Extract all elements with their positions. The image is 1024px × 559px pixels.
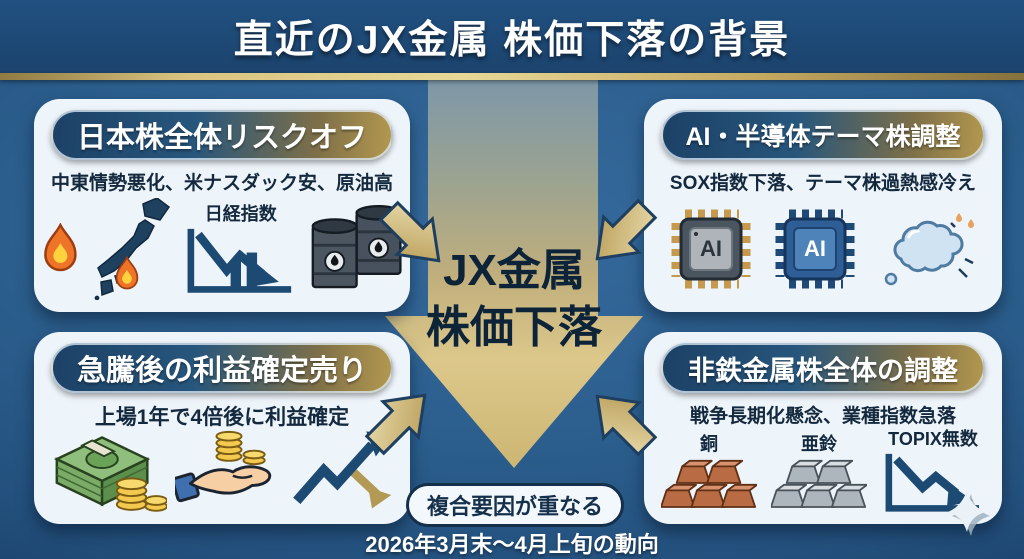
page-title: 直近のJX金属 株価下落の背景 (233, 18, 791, 62)
zinc-group: 亜鈴 (771, 430, 867, 509)
copper-ingots-icon (661, 459, 757, 508)
panel-nonferrous-adjustment-icons: 銅 亜鈴 (650, 420, 996, 518)
japan-map-icon (93, 196, 173, 300)
panel-nonferrous-adjustment: 非鉄金属株全体の調整 戦争長期化懸念、業種指数急落 銅 亜鈴 (644, 332, 1002, 524)
sparkle-icon (948, 490, 990, 536)
center-message: JX金属 株価下落 (385, 242, 643, 356)
ai-chip-gray-icon: AI (671, 209, 751, 289)
panel-ai-semiconductor-header: AI・半導体テーマ株調整 (661, 110, 985, 160)
panel-japan-riskoff-subtitle: 中東情勢悪化、米ナスダック安、原油高 (50, 173, 393, 194)
nikkei-falling-chart-icon (187, 228, 291, 293)
panel-nonferrous-adjustment-subtitle: 戦争長期化懸念、業種指数急落 (689, 406, 956, 427)
deflating-cloud-icon (884, 212, 974, 285)
ai-chip-blue-label: AI (804, 235, 826, 261)
conclusion-pill: 複合要因が重なる (406, 483, 624, 527)
fire-icon (44, 222, 77, 271)
connector-arrow-top-right (595, 198, 658, 261)
fire-on-map-icon (115, 255, 139, 289)
panel-profit-taking-icons (40, 420, 404, 518)
nikkei-chart-label: 日経指数 (204, 204, 277, 224)
zinc-ingots-icon (771, 459, 867, 508)
connector-arrow-top-left (378, 200, 441, 263)
hand-coins-icon (175, 430, 272, 503)
conclusion-pill-text: 複合要因が重なる (426, 494, 603, 519)
panel-japan-riskoff-icons: 日経指数 (40, 191, 404, 306)
topix-chart-label: TOPIX無数 (888, 428, 978, 449)
ai-chip-blue-icon: AI (775, 209, 855, 289)
copper-group: 銅 (661, 430, 757, 509)
center-message-line1: JX金属 (443, 246, 585, 295)
title-bar: 直近のJX金属 株価下落の背景 (0, 0, 1024, 73)
big-down-arrow (385, 80, 643, 468)
oil-barrels-icon (311, 204, 402, 288)
ai-chip-gray-label: AI (700, 235, 722, 261)
cash-stack-icon (53, 436, 167, 512)
panel-nonferrous-adjustment-header: 非鉄金属株全体の調整 (661, 343, 985, 393)
panel-profit-taking: 急騰後の利益確定売り 上場1年で4倍後に利益確定 (34, 332, 410, 524)
connector-arrow-bottom-left (364, 393, 427, 456)
panel-profit-taking-subtitle: 上場1年で4倍後に利益確定 (94, 406, 350, 429)
gold-divider (0, 73, 1024, 80)
panel-japan-riskoff: 日本株全体リスクオフ 中東情勢悪化、米ナスダック安、原油高 (34, 99, 410, 312)
nikkei-chart-group: 日経指数 (185, 200, 297, 297)
zinc-label: 亜鈴 (801, 433, 837, 454)
copper-label: 銅 (700, 433, 718, 454)
connector-arrow-bottom-right (595, 394, 658, 457)
center-message-line2: 株価下落 (426, 303, 602, 353)
topix-chart-group: TOPIX無数 (881, 425, 985, 514)
panel-ai-semiconductor-icons: AI AI (650, 191, 996, 306)
panel-ai-semiconductor: AI・半導体テーマ株調整 SOX指数下落、テーマ株過熱感冷え AI (644, 99, 1002, 312)
panel-ai-semiconductor-subtitle: SOX指数下落、テーマ株過熱感冷え (669, 173, 977, 194)
panel-profit-taking-header: 急騰後の利益確定売り (51, 343, 393, 393)
period-caption: 2026年3月末〜4月上旬の動向 (365, 532, 659, 557)
panel-japan-riskoff-header: 日本株全体リスクオフ (51, 110, 393, 160)
